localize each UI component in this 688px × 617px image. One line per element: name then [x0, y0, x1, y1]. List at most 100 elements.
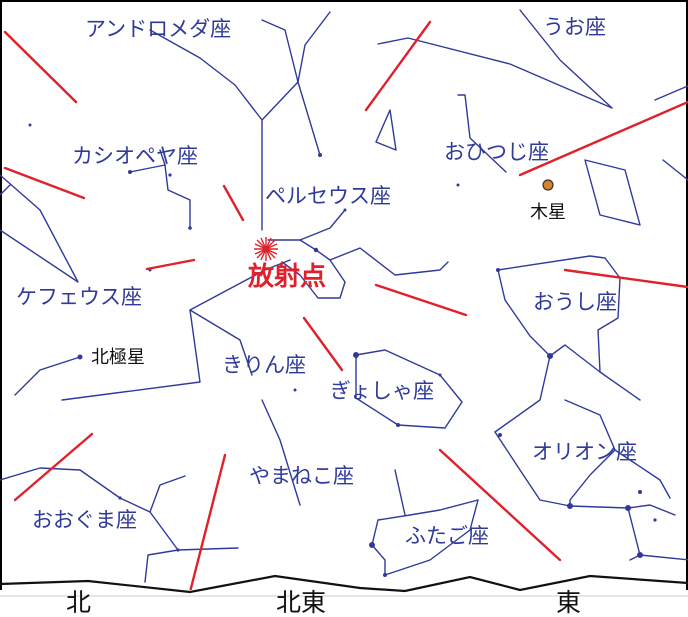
label-cepheus: ケフェウス座 [16, 285, 142, 309]
andromeda-line [261, 81, 321, 156]
gemini-line [371, 499, 479, 576]
cassiopeia-line [159, 149, 166, 166]
gemini-line [394, 469, 406, 516]
meteor [145, 258, 196, 271]
pisces-line [377, 37, 613, 109]
star-dot [176, 548, 180, 552]
constellation-lines [0, 9, 688, 583]
star-dots [28, 123, 657, 577]
cassiopeia-line [129, 164, 191, 229]
meteor [302, 316, 344, 372]
meteor [13, 432, 94, 502]
label-auriga: ぎょしゃ座 [330, 379, 434, 403]
star-dot [383, 573, 387, 577]
star-dot [293, 388, 297, 392]
taurus-line [497, 255, 641, 401]
meteor [222, 184, 245, 222]
radiant-icon [254, 237, 278, 261]
ursa-major-line [177, 547, 239, 551]
camelopardalis-line [189, 309, 253, 376]
star-dot [498, 433, 502, 437]
star-dot [637, 552, 643, 558]
meteor [374, 283, 468, 317]
star-dot [318, 153, 322, 157]
perseus-line [329, 247, 449, 276]
auriga-line [355, 349, 463, 429]
star-dot [353, 352, 359, 358]
label-cassiopeia: カシオペヤ座 [72, 144, 198, 168]
lynx-line [261, 399, 301, 506]
label-pisces: うお座 [543, 15, 606, 39]
meteor [438, 448, 562, 562]
star-dot [547, 353, 553, 359]
meteor [188, 453, 227, 594]
orion-line [569, 505, 641, 561]
meteor-streaks [3, 20, 688, 594]
star-dot [313, 247, 319, 253]
jupiter-label: 木星 [530, 202, 566, 223]
meteor [563, 268, 688, 289]
orion-line [614, 449, 671, 499]
label-perseus: ペルセウス座 [265, 184, 391, 208]
gemini-line [371, 499, 479, 546]
label-aries: おひつじ座 [444, 140, 549, 164]
star-dot [128, 170, 132, 174]
star-dot [369, 542, 375, 548]
camelopardalis-line [61, 269, 266, 401]
label-lynx: やまねこ座 [249, 464, 354, 488]
label-ursa-major: おおぐま座 [32, 508, 137, 532]
andromeda-line [149, 29, 263, 231]
polaris-dot [77, 354, 83, 360]
cepheus-line [0, 174, 79, 283]
radiant-label: 放射点 [248, 262, 327, 292]
star-dot [653, 518, 657, 522]
perseus-line [299, 209, 346, 241]
star-dot [118, 496, 122, 500]
pleiades-line [584, 159, 641, 226]
horizon-line [0, 574, 688, 594]
ursa-major-line [0, 467, 179, 583]
label-andromeda: アンドロメダ座 [85, 17, 232, 41]
label-camelopardalis: きりん座 [222, 353, 306, 377]
ground [0, 590, 688, 617]
pisces-line [519, 9, 613, 109]
orion-line [494, 431, 571, 507]
camelopardalis-line [264, 259, 291, 271]
orion-line [564, 399, 616, 507]
andromeda-line [261, 19, 299, 83]
cepheus-line [0, 184, 11, 196]
star-dot [343, 208, 347, 212]
meteor [3, 166, 86, 200]
orion-line [627, 504, 676, 516]
label-taurus: おうし座 [533, 290, 617, 314]
orion-line [639, 554, 688, 561]
star-dot [438, 373, 442, 377]
aries-line [457, 94, 507, 173]
jupiter-icon [542, 179, 554, 191]
star-dot [638, 490, 642, 494]
label-gemini: ふたご座 [405, 524, 489, 548]
meteor [518, 100, 688, 177]
ursa-major-line [149, 475, 186, 513]
perseus-line [267, 239, 346, 299]
direction-northeast: 北東 [276, 588, 327, 617]
star-dot [456, 183, 460, 187]
triangulum-line [375, 109, 397, 151]
star-dot [625, 505, 631, 511]
pisces-line [654, 85, 688, 101]
star-dot [28, 123, 32, 127]
direction-north: 北 [66, 588, 92, 617]
label-orion: オリオン座 [532, 440, 637, 464]
direction-east: 東 [556, 588, 582, 617]
star-dot [188, 226, 192, 230]
taurus-line [497, 269, 601, 373]
taurus-line [494, 355, 551, 433]
star-dot [396, 423, 400, 427]
ursa-minor-line [14, 356, 81, 396]
star-dot [168, 173, 172, 177]
star-dot [567, 503, 573, 509]
star-dot [496, 268, 500, 272]
meteor [3, 30, 78, 104]
